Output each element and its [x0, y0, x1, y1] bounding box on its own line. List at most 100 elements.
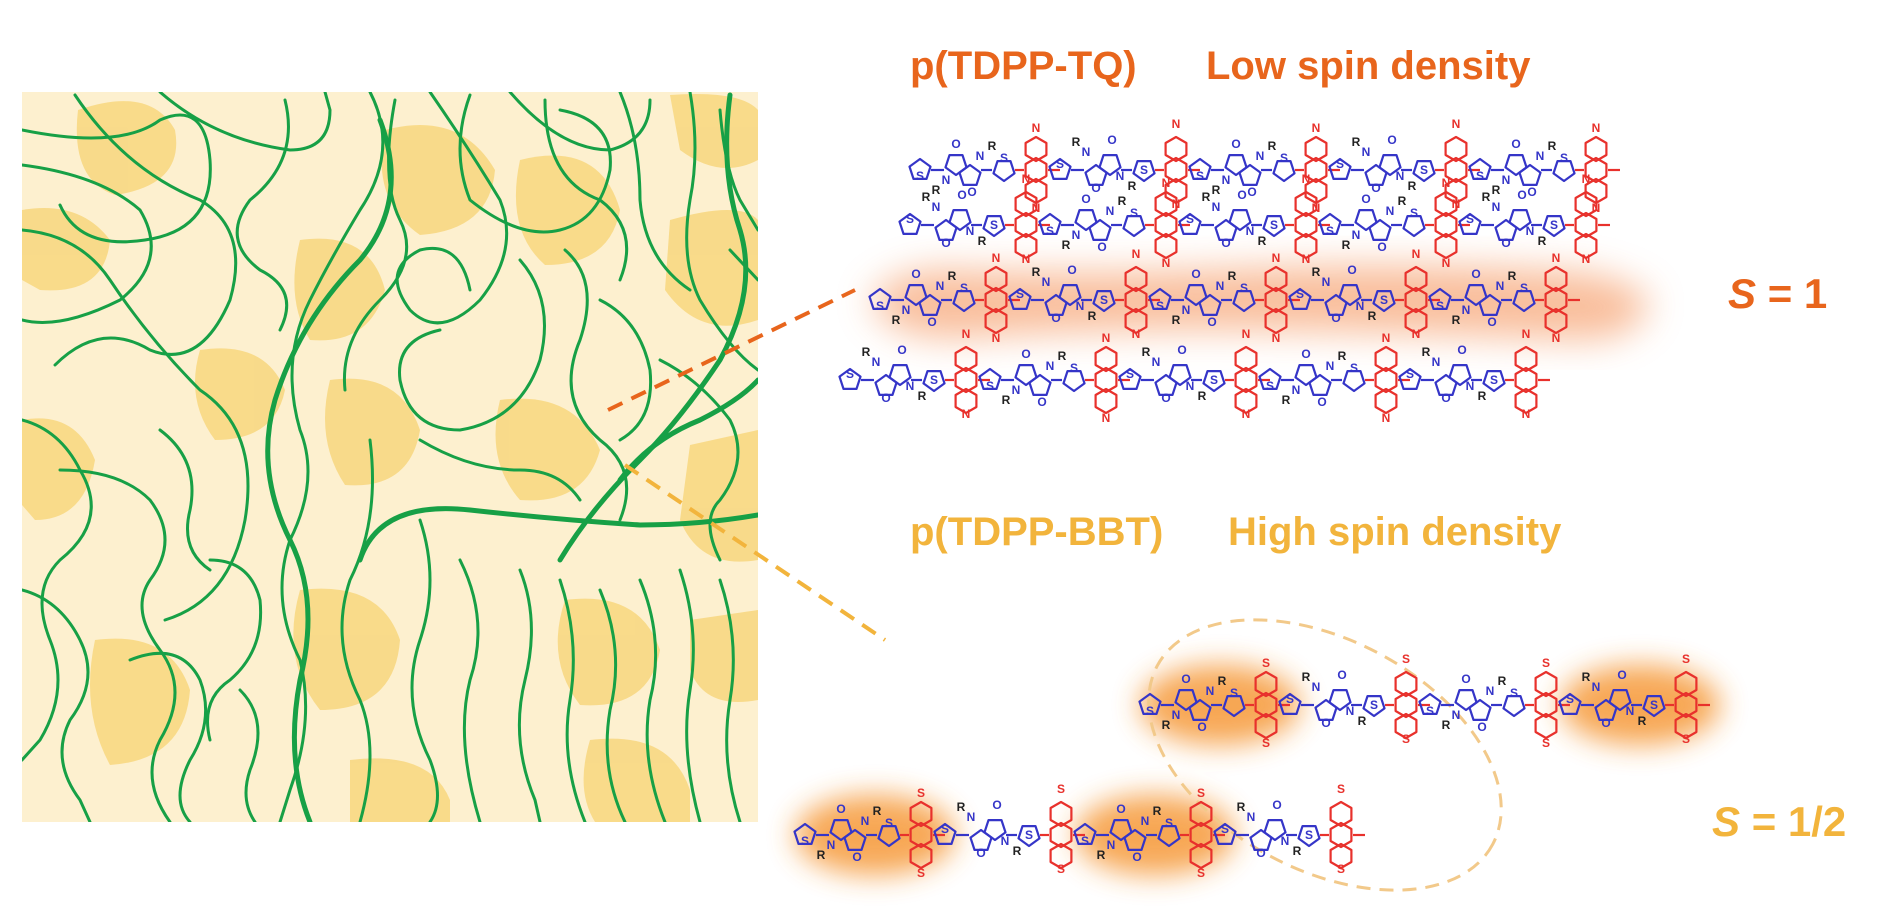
- acceptor-ring: [1294, 190, 1318, 218]
- acceptor-atom: S: [1682, 732, 1690, 746]
- nitrogen-atom: N: [1106, 204, 1115, 218]
- sulfur-atom: S: [1221, 822, 1229, 836]
- acceptor-atom: N: [1302, 172, 1311, 186]
- alkyl-group: R: [1088, 309, 1097, 323]
- acceptor-ring: [1394, 670, 1418, 698]
- dpp-ring: [1074, 209, 1098, 232]
- dpp-ring: [1088, 218, 1112, 241]
- oxygen-atom: O: [1221, 236, 1230, 250]
- sulfur-atom: S: [1336, 157, 1344, 171]
- acceptor-atom: N: [1162, 256, 1171, 270]
- alkyl-group: R: [1032, 265, 1041, 279]
- acceptor-atom: N: [1312, 121, 1321, 135]
- acceptor-ring: [1394, 712, 1418, 740]
- acceptor-atom: N: [1442, 256, 1451, 270]
- oxygen-atom: O: [1051, 311, 1060, 325]
- acceptor-atom: N: [1242, 407, 1251, 421]
- nitrogen-atom: N: [1076, 299, 1085, 313]
- aggregate-domains: [22, 94, 758, 822]
- thiophene-ring: [1502, 695, 1526, 718]
- thiophene-ring: [1468, 157, 1492, 180]
- thiophene-ring: [1132, 160, 1156, 183]
- acceptor-ring: [909, 800, 933, 828]
- morphology-panel: [22, 92, 758, 822]
- alkyl-group: R: [1062, 238, 1071, 252]
- dpp-ring: [1098, 154, 1122, 177]
- sulfur-atom: S: [1230, 686, 1238, 700]
- sulfur-atom: S: [1126, 367, 1134, 381]
- acceptor-atom: N: [1132, 327, 1141, 341]
- nitrogen-atom: N: [1536, 149, 1545, 163]
- acceptor-ring: [1329, 800, 1353, 828]
- thiophene-ring: [1188, 157, 1212, 180]
- acceptor-ring: [1264, 286, 1288, 314]
- thiophene-ring: [1642, 695, 1666, 718]
- nitrogen-atom: N: [861, 814, 870, 828]
- acceptor-ring: [909, 842, 933, 870]
- sulfur-atom: S: [1296, 287, 1304, 301]
- nitrogen-atom: N: [1292, 383, 1301, 397]
- acceptor-atom: N: [1022, 252, 1031, 266]
- thiophene-ring: [1008, 287, 1032, 310]
- oxygen-atom: O: [1097, 240, 1106, 254]
- alkyl-group: R: [1058, 349, 1067, 363]
- oxygen-atom: O: [1387, 133, 1396, 147]
- sulfur-atom: S: [1520, 281, 1528, 295]
- thiophene-ring: [838, 367, 862, 390]
- acceptor-ring: [1094, 366, 1118, 394]
- sulfur-atom: S: [1210, 373, 1218, 387]
- sulfur-atom: S: [1196, 169, 1204, 183]
- thiophene-ring: [1278, 692, 1302, 715]
- thiophene-ring: [1073, 822, 1097, 845]
- thiophene-ring: [1017, 825, 1041, 848]
- dpp-ring: [918, 293, 942, 316]
- nitrogen-atom: N: [1462, 303, 1471, 317]
- acceptor-ring: [1534, 691, 1558, 719]
- dpp-ring: [888, 364, 912, 387]
- acceptor-ring: [1254, 691, 1278, 719]
- nitrogen-atom: N: [1352, 228, 1361, 242]
- thiophene-ring: [1482, 370, 1506, 393]
- acceptor-atom: N: [1452, 117, 1461, 131]
- acceptor-ring: [1674, 712, 1698, 740]
- oxygen-atom: O: [1371, 181, 1380, 195]
- thiophene-ring: [952, 290, 976, 313]
- oxygen-atom: O: [1132, 850, 1141, 864]
- acceptor-ring: [1534, 670, 1558, 698]
- acceptor-ring: [984, 286, 1008, 314]
- oxygen-atom: O: [1207, 315, 1216, 329]
- sulfur-atom: S: [1350, 361, 1358, 375]
- acceptor-ring: [1234, 387, 1258, 415]
- nitrogen-atom: N: [1256, 149, 1265, 163]
- oxygen-atom: O: [897, 343, 906, 357]
- oxygen-atom: O: [1107, 133, 1116, 147]
- nitrogen-atom: N: [976, 149, 985, 163]
- alkyl-group: R: [1548, 139, 1557, 153]
- acceptor-ring: [1164, 156, 1188, 184]
- acceptor-ring: [1374, 345, 1398, 373]
- thiophene-ring: [1202, 370, 1226, 393]
- connectors: [607, 288, 887, 642]
- thiophene-ring: [1118, 367, 1142, 390]
- top-spin-value: = 1: [1767, 270, 1828, 317]
- acceptor-atom: S: [1542, 736, 1550, 750]
- acceptor-ring: [1164, 135, 1188, 163]
- acceptor-ring: [1024, 135, 1048, 163]
- thiophene-ring: [1402, 215, 1426, 238]
- acceptor-atom: N: [1522, 407, 1531, 421]
- oxygen-atom: O: [1361, 192, 1370, 206]
- oxygen-atom: O: [976, 846, 985, 860]
- nitrogen-atom: N: [1206, 684, 1215, 698]
- oxygen-atom: O: [1527, 185, 1536, 199]
- sulfur-atom: S: [930, 373, 938, 387]
- acceptor-ring: [1264, 265, 1288, 293]
- thiophene-ring: [898, 212, 922, 235]
- alkyl-group: R: [1128, 179, 1137, 193]
- oxygen-atom: O: [1377, 240, 1386, 254]
- alkyl-group: R: [1498, 674, 1507, 688]
- acceptor-atom: N: [1382, 331, 1391, 345]
- alkyl-group: R: [1218, 674, 1227, 688]
- acceptor-atom: N: [1302, 252, 1311, 266]
- nitrogen-atom: N: [1082, 145, 1091, 159]
- tie-chains: [265, 92, 758, 822]
